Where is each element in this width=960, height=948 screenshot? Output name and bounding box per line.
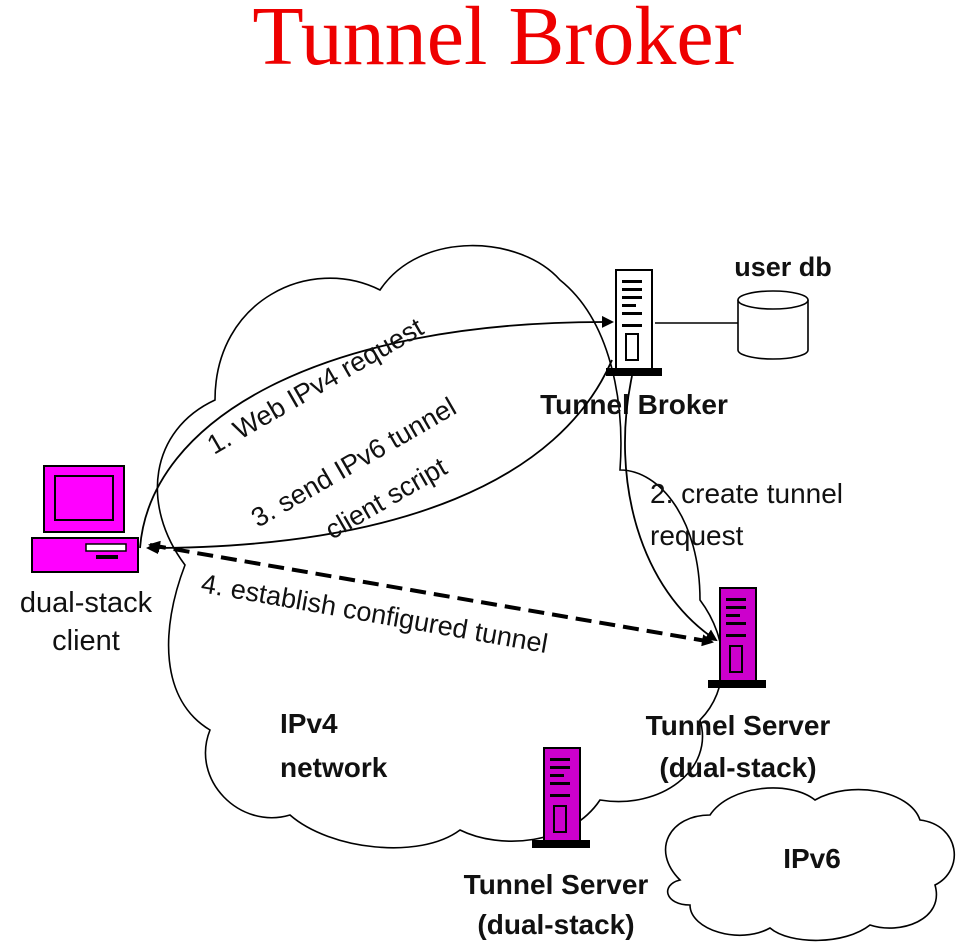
page-title: Tunnel Broker (252, 0, 741, 83)
user-db-label: user db (734, 252, 832, 282)
client-computer-icon (31, 465, 139, 573)
tunnel-server-right-line2: (dual-stack) (659, 752, 816, 783)
tunnel-server-bottom-icon (532, 747, 590, 848)
tunnel-server-bottom-line2: (dual-stack) (477, 909, 634, 940)
user-db-icon (737, 290, 809, 360)
step2-label-line1: 2. create tunnel (650, 478, 843, 509)
tunnel-broker-label: Tunnel Broker (540, 389, 728, 420)
client-label-line1: dual-stack (20, 587, 153, 619)
ipv6-cloud (664, 787, 956, 942)
ipv4-label-line1: IPv4 (280, 708, 338, 739)
ipv4-label-line2: network (280, 752, 388, 783)
step1-arrow (139, 315, 614, 549)
tunnel-broker-server-icon (606, 269, 662, 376)
step2-label-line2: request (650, 520, 744, 551)
tunnel-server-right-icon (708, 587, 766, 688)
client-label-line2: client (52, 625, 120, 657)
tunnel-server-right-line1: Tunnel Server (646, 710, 831, 741)
ipv4-cloud (156, 244, 724, 849)
ipv6-label: IPv6 (783, 843, 841, 874)
tunnel-server-bottom-line1: Tunnel Server (464, 869, 649, 900)
